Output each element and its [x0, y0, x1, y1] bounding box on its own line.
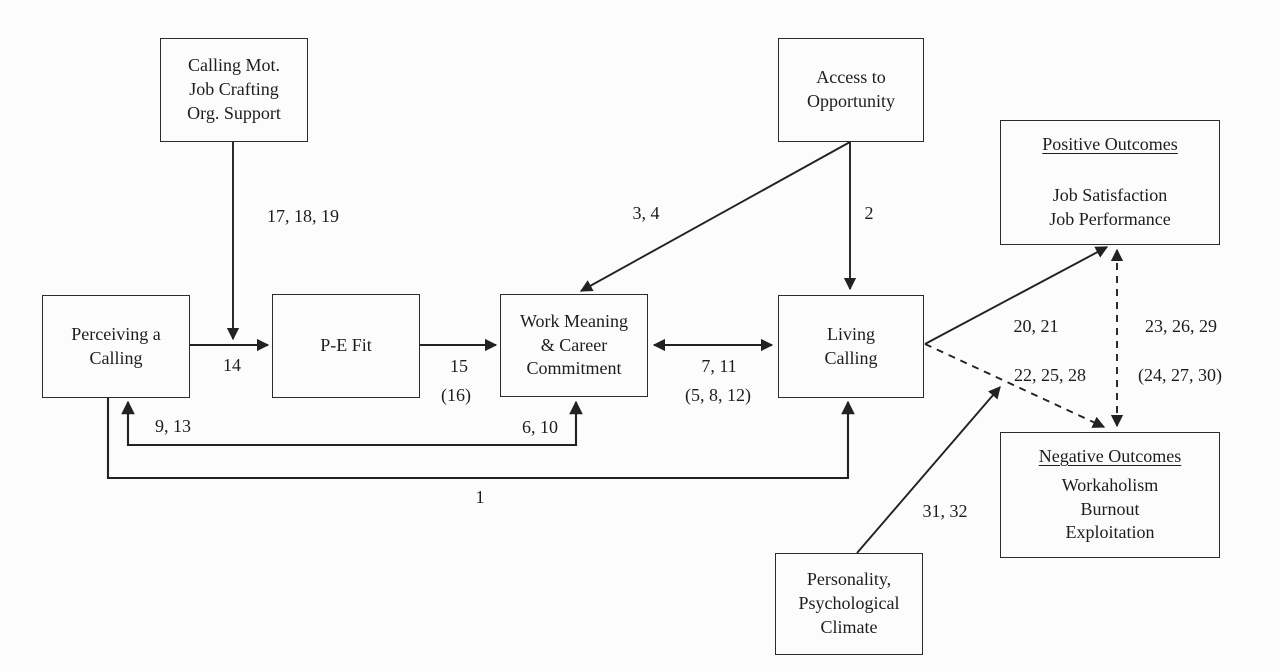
box-antecedents-line1: Calling Mot. [187, 55, 280, 76]
box-perceiving-a-calling: Perceiving a Calling [42, 295, 190, 398]
label-14: 14 [223, 355, 241, 375]
box-work-meaning-line3: Commitment [526, 358, 622, 379]
box-positive-line1: Job Satisfaction [1052, 185, 1168, 206]
box-living-line1: Living [827, 323, 875, 344]
box-work-meaning-line2: & Career [540, 334, 608, 355]
label-15: 15 [450, 356, 468, 376]
box-personality-line2: Psychological [798, 593, 900, 614]
label-23-26-29: 23, 26, 29 [1145, 316, 1217, 336]
box-negative-title: Negative Outcomes [1038, 446, 1182, 466]
box-positive-line2: Job Performance [1049, 208, 1171, 229]
box-living-calling: Living Calling [778, 295, 924, 398]
box-negative-line1: Workaholism [1061, 474, 1159, 495]
label-9-13: 9, 13 [155, 416, 191, 436]
box-perceiving-line1: Perceiving a [71, 323, 161, 344]
label-6-10: 6, 10 [522, 417, 558, 437]
box-personality: Personality, Psychological Climate [775, 553, 923, 655]
edge-feedback-double-arrow [121, 400, 583, 447]
box-negative-line3: Exploitation [1065, 522, 1155, 543]
box-access-line2: Opportunity [807, 91, 895, 111]
box-negative-line2: Burnout [1080, 498, 1140, 519]
box-positive-outcomes: Positive Outcomes Job Satisfaction Job P… [1000, 120, 1220, 245]
label-22-25-28: 22, 25, 28 [1014, 365, 1086, 385]
edge-31-32-arrow [856, 386, 1001, 554]
box-positive-title: Positive Outcomes [1042, 134, 1178, 155]
edge-3-4-arrow [579, 141, 851, 292]
label-24-27-30: (24, 27, 30) [1138, 365, 1222, 385]
box-perceiving-line2: Calling [89, 347, 143, 368]
label-2: 2 [864, 203, 874, 223]
box-access-to-opportunity: Access to Opportunity [778, 38, 924, 142]
label-31-32: 31, 32 [922, 501, 968, 521]
box-access-line1: Access to [816, 67, 886, 88]
label-1: 1 [475, 487, 485, 507]
label-16: (16) [441, 385, 471, 405]
box-work-meaning: Work Meaning & Career Commitment [500, 294, 648, 397]
label-7-11: 7, 11 [701, 356, 737, 376]
edge-1-arrow [106, 398, 855, 480]
box-pe-fit-line1: P-E Fit [320, 335, 372, 356]
box-living-line2: Calling [824, 347, 878, 368]
box-antecedents: Calling Mot. Job Crafting Org. Support [160, 38, 308, 142]
box-pe-fit: P-E Fit [272, 294, 420, 398]
label-5-8-12: (5, 8, 12) [685, 385, 751, 405]
box-negative-outcomes: Negative Outcomes Workaholism Burnout Ex… [1000, 432, 1220, 558]
label-3-4: 3, 4 [632, 203, 660, 223]
box-antecedents-line2: Job Crafting [189, 79, 279, 100]
label-17-18-19: 17, 18, 19 [267, 206, 339, 226]
box-work-meaning-line1: Work Meaning [519, 310, 629, 331]
box-personality-line3: Climate [820, 616, 878, 637]
box-antecedents-line3: Org. Support [187, 102, 281, 123]
box-personality-line1: Personality, [806, 569, 892, 590]
label-20-21: 20, 21 [1013, 316, 1059, 336]
